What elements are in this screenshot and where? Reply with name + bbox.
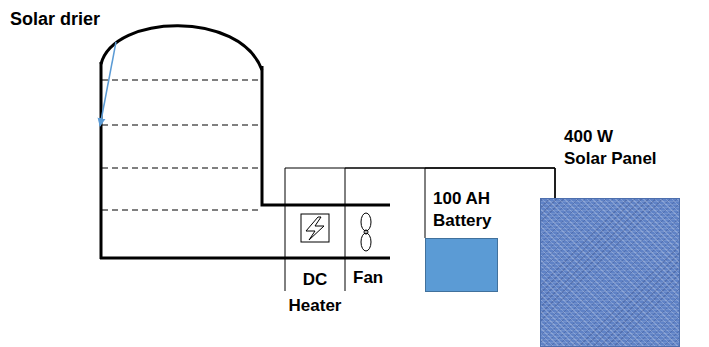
node-label: Fan bbox=[353, 267, 395, 289]
node-label: Solar drier bbox=[10, 8, 140, 30]
drier-right-wall bbox=[262, 66, 390, 205]
solar-panel: 400 W Solar Panel bbox=[540, 198, 680, 347]
drier-tray bbox=[102, 80, 262, 81]
drier-roof bbox=[101, 26, 262, 70]
heater-symbol bbox=[301, 214, 329, 242]
wire bbox=[425, 168, 555, 238]
fan-node: Fan bbox=[345, 205, 395, 295]
node-label: DC Heater bbox=[285, 267, 345, 319]
wire bbox=[285, 205, 286, 291]
fan-symbol bbox=[361, 213, 371, 231]
drier-left-wall bbox=[100, 62, 103, 259]
battery-box: 100 AH Battery bbox=[425, 238, 498, 292]
leader-arrow bbox=[100, 42, 116, 126]
node-label: 100 AH Battery bbox=[433, 188, 523, 232]
drier-tray bbox=[102, 125, 262, 126]
heater-symbol bbox=[306, 217, 324, 240]
heater-node: DC Heater bbox=[285, 205, 345, 335]
wire bbox=[285, 168, 555, 205]
fan-symbol bbox=[364, 230, 368, 234]
drier-node: Solar drier DC Heater Fan bbox=[0, 0, 400, 347]
wire bbox=[345, 205, 346, 291]
node-label: 400 W Solar Panel bbox=[564, 126, 684, 170]
drier-floor bbox=[100, 257, 390, 260]
drier-tray bbox=[102, 168, 262, 169]
fan-symbol bbox=[361, 233, 371, 251]
drier-tray bbox=[102, 210, 262, 211]
